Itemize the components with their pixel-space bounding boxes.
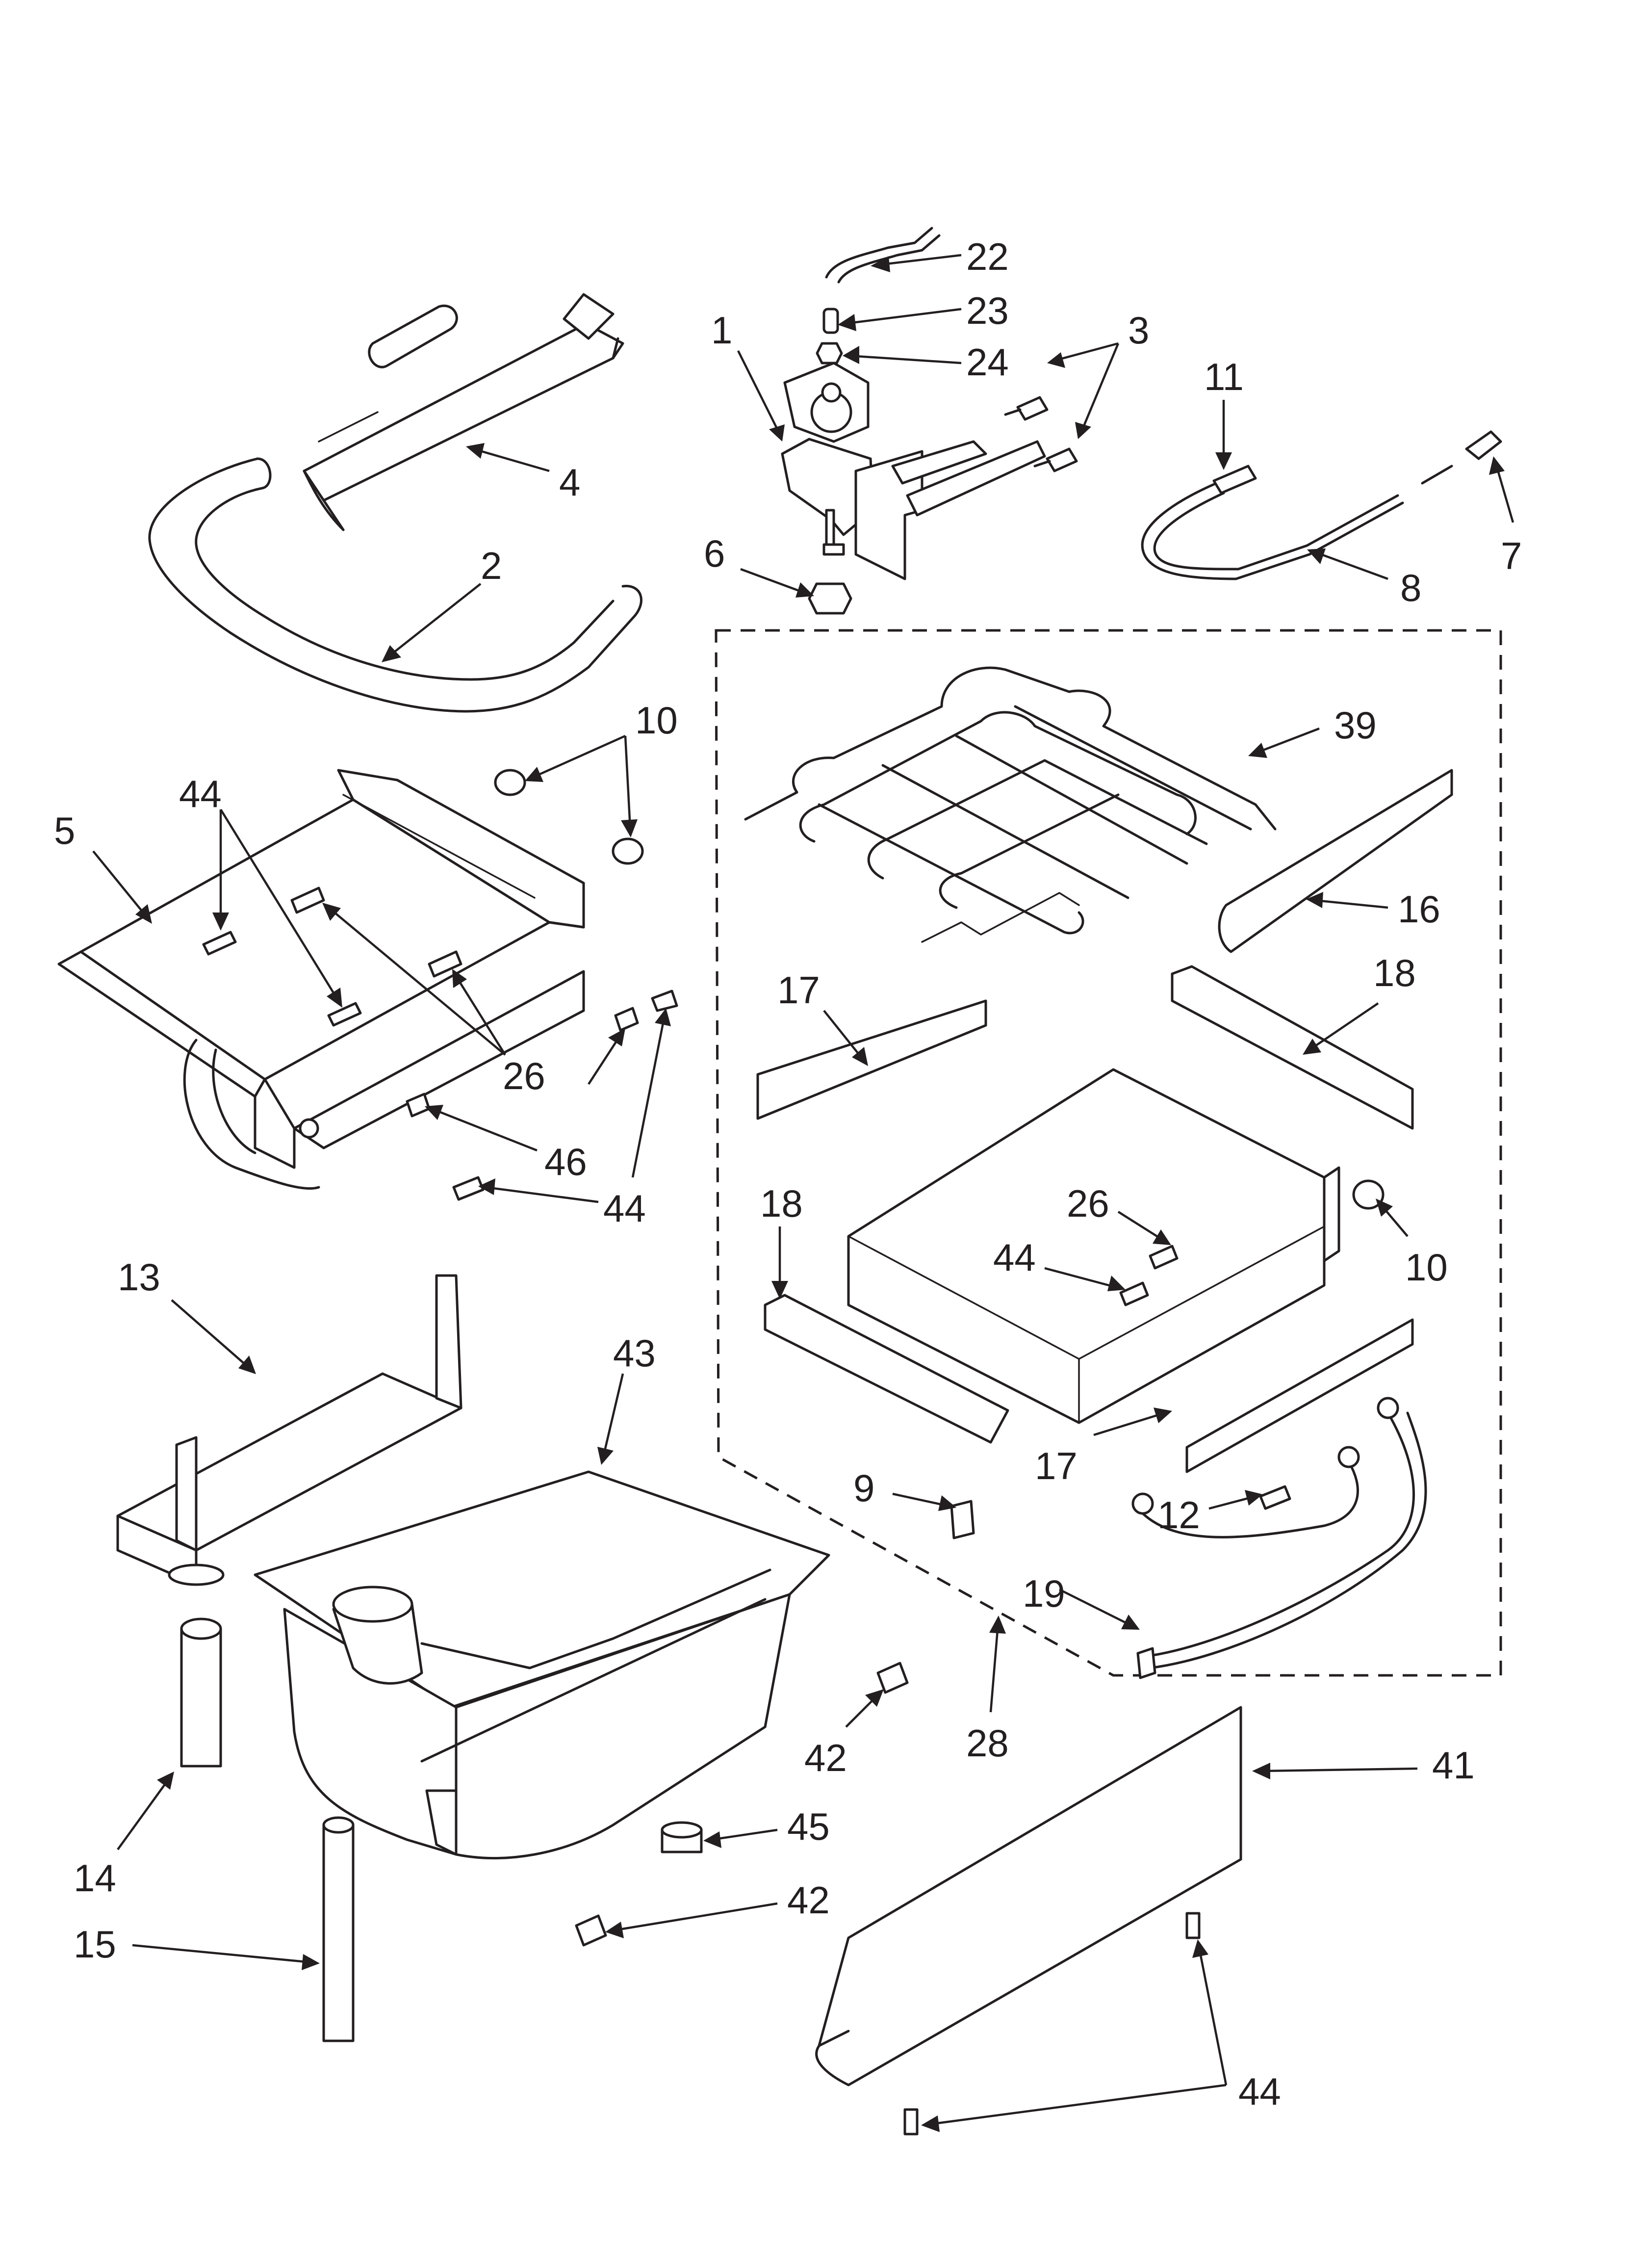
part-rail-18-top: [1171, 965, 1414, 1130]
part-water-valve: [781, 362, 1046, 580]
callout-46: 46: [544, 1140, 587, 1183]
callout-44-panel: 44: [1238, 2070, 1281, 2113]
callout-39: 39: [1334, 704, 1377, 747]
part-screw-42-bottom: [575, 1914, 607, 1947]
part-screws-3: [1004, 396, 1078, 472]
callout-13: 13: [118, 1255, 160, 1299]
part-clip-9: [950, 1500, 975, 1539]
part-tube-holder: [303, 293, 624, 531]
part-heater-39: [744, 666, 1277, 943]
part-screw-12: [1259, 1485, 1291, 1510]
callout-8: 8: [1400, 566, 1421, 609]
assembly-boundary-28: [715, 629, 1502, 1677]
callout-43: 43: [613, 1331, 656, 1375]
part-screws-44-left: [202, 931, 678, 1201]
callout-23: 23: [966, 289, 1009, 332]
part-rail-17-top: [756, 999, 987, 1120]
callout-42-bottom: 42: [787, 1878, 830, 1922]
callout-leaders: [92, 254, 1514, 2132]
part-screw-42-top: [876, 1662, 909, 1694]
part-rail-17-bottom: [1185, 1318, 1414, 1473]
callout-10-top: 10: [635, 699, 678, 742]
part-nut-6: [808, 582, 852, 615]
callout-7: 7: [1501, 534, 1522, 577]
callout-11: 11: [1204, 355, 1244, 398]
callout-16: 16: [1398, 887, 1440, 931]
callout-14: 14: [74, 1856, 116, 1900]
part-bin-frame: [847, 1068, 1385, 1424]
part-harness-19: [1131, 1397, 1427, 1679]
part-tube-22: [825, 227, 941, 284]
callout-15: 15: [74, 1923, 116, 1966]
callout-10-right: 10: [1405, 1246, 1448, 1289]
part-tube-15: [322, 1816, 355, 2042]
part-panel-41: [815, 1706, 1242, 2086]
callout-6: 6: [704, 532, 725, 575]
callout-24: 24: [966, 340, 1009, 384]
callout-42-top: 42: [804, 1736, 847, 1779]
callout-labels: 1 2 3 4 5 6 7 8 9 10 10 11 12 13 14 15 1…: [54, 235, 1522, 2113]
callout-2: 2: [481, 544, 502, 587]
part-coupling-11: [1212, 465, 1257, 495]
part-screws-right: [1119, 1245, 1179, 1306]
callout-26-left: 26: [503, 1054, 545, 1097]
callout-17-bottom: 17: [1035, 1444, 1078, 1487]
callout-12: 12: [1157, 1493, 1200, 1537]
callout-18-top: 18: [1373, 951, 1416, 994]
part-chute-13: [116, 1274, 462, 1586]
part-ferrule-23: [822, 308, 839, 334]
part-fill-tube-8: [1141, 482, 1404, 580]
part-bumper-45: [661, 1821, 703, 1853]
callout-4: 4: [559, 461, 580, 504]
callout-44-bottom-left: 44: [603, 1187, 646, 1230]
callout-5: 5: [54, 809, 75, 852]
callout-44-top-left: 44: [179, 772, 222, 815]
callout-41: 41: [1432, 1744, 1475, 1787]
callout-1: 1: [711, 309, 732, 352]
part-screws-44-panel: [903, 1912, 1201, 2136]
part-tube-14: [180, 1617, 222, 1768]
callout-19: 19: [1023, 1572, 1065, 1615]
callout-26-right: 26: [1067, 1182, 1109, 1225]
callout-45: 45: [787, 1805, 830, 1848]
callout-22: 22: [966, 235, 1009, 278]
callout-44-right: 44: [993, 1236, 1036, 1279]
part-screws-26-left: [290, 886, 462, 978]
part-bucket-43: [254, 1470, 830, 1859]
callout-18-bottom: 18: [760, 1182, 803, 1225]
part-shield-16: [1218, 769, 1453, 953]
part-housing-5: [57, 769, 585, 1190]
part-bumpers-10-left: [494, 769, 644, 865]
callout-9: 9: [853, 1466, 874, 1510]
part-nut-24: [816, 342, 843, 365]
callout-3: 3: [1128, 309, 1149, 352]
callout-17-top: 17: [777, 968, 820, 1012]
part-rail-18-bottom: [764, 1294, 1009, 1444]
part-nozzle-7: [1465, 430, 1502, 460]
callout-28: 28: [966, 1721, 1009, 1765]
part-fill-tube: [148, 457, 642, 713]
